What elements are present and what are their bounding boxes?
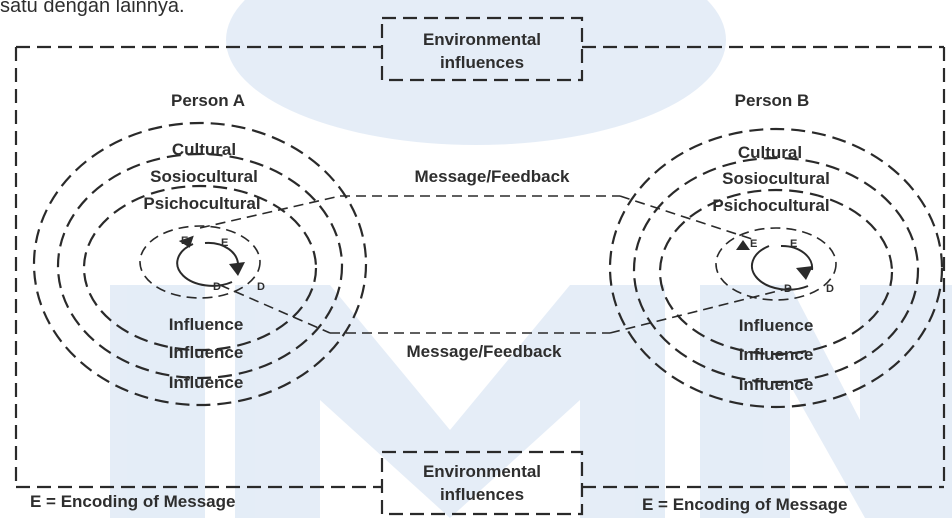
- person-b-arrowhead-up: [736, 240, 750, 250]
- environment-bottom-line1: Environmental: [423, 462, 541, 481]
- person-b-influence-1: Influence: [739, 316, 814, 335]
- environment-box-top: Environmental influences: [380, 16, 584, 82]
- person-b: Person B Cultural Sosiocultural Psichocu…: [608, 91, 944, 409]
- person-a-cultural-ring: [32, 121, 368, 407]
- person-b-psichocultural-label: Psichocultural: [712, 196, 829, 215]
- person-a-inner-ring: [139, 225, 261, 299]
- person-a-arrowhead-up: [178, 235, 194, 248]
- person-b-influence-2: Influence: [739, 345, 814, 364]
- person-b-cultural-label: Cultural: [738, 143, 802, 162]
- person-b-cycle-arc-left: [751, 245, 809, 291]
- message-feedback-bottom: Message/Feedback: [407, 342, 563, 361]
- person-a-sosiocultural-label: Sosiocultural: [150, 167, 258, 186]
- environment-box-bottom: Environmental influences: [380, 450, 584, 516]
- person-b-influence-3: Influence: [739, 375, 814, 394]
- legend-left: E = Encoding of Message: [30, 492, 235, 511]
- person-b-arrowhead-down: [796, 266, 813, 280]
- person-a-influence-3: Influence: [169, 373, 244, 392]
- environment-top-line2: influences: [440, 53, 524, 72]
- person-b-e-label-1: E: [750, 238, 757, 250]
- person-a-e-label-1: E: [181, 235, 188, 247]
- person-b-d-label-2: D: [826, 283, 834, 295]
- person-a-e-label-2: E: [221, 237, 228, 249]
- person-a-d-label-2: D: [257, 281, 265, 293]
- person-a-sosiocultural-ring: [56, 152, 344, 380]
- person-a-cycle-arc-right: [204, 241, 240, 267]
- person-b-sosiocultural-label: Sosiocultural: [722, 169, 830, 188]
- person-b-d-label-1: D: [784, 283, 792, 295]
- person-a-cycle-arc-left: [176, 243, 233, 287]
- person-b-e-label-2: E: [790, 238, 797, 250]
- environment-frame: [14, 45, 946, 489]
- person-b-sosiocultural-ring: [632, 156, 920, 384]
- person-b-inner-ring: [715, 227, 837, 301]
- message-channel: [199, 195, 791, 334]
- legend-right: E = Encoding of Message: [642, 495, 847, 514]
- person-a-psichocultural-label: Psichocultural: [143, 194, 260, 213]
- person-a-title: Person A: [171, 91, 245, 110]
- person-a-d-label-1: D: [213, 281, 221, 293]
- person-a-influence-2: Influence: [169, 343, 244, 362]
- environment-bottom-line2: influences: [440, 485, 524, 504]
- environment-top-line1: Environmental: [423, 30, 541, 49]
- message-feedback-top: Message/Feedback: [415, 167, 571, 186]
- person-b-title: Person B: [735, 91, 810, 110]
- person-a-influence-1: Influence: [169, 315, 244, 334]
- person-a-cultural-label: Cultural: [172, 140, 236, 159]
- person-b-cultural-ring: [608, 127, 944, 409]
- person-b-cycle-arc-right: [780, 244, 814, 271]
- person-a: Person A Cultural Sosiocultural Psichocu…: [32, 91, 368, 407]
- person-a-psichocultural-ring: [82, 184, 318, 352]
- person-a-arrowhead-down: [229, 262, 245, 276]
- person-b-psichocultural-ring: [658, 188, 894, 356]
- top-text-fragment: satu dengan lainnya.: [0, 0, 185, 17]
